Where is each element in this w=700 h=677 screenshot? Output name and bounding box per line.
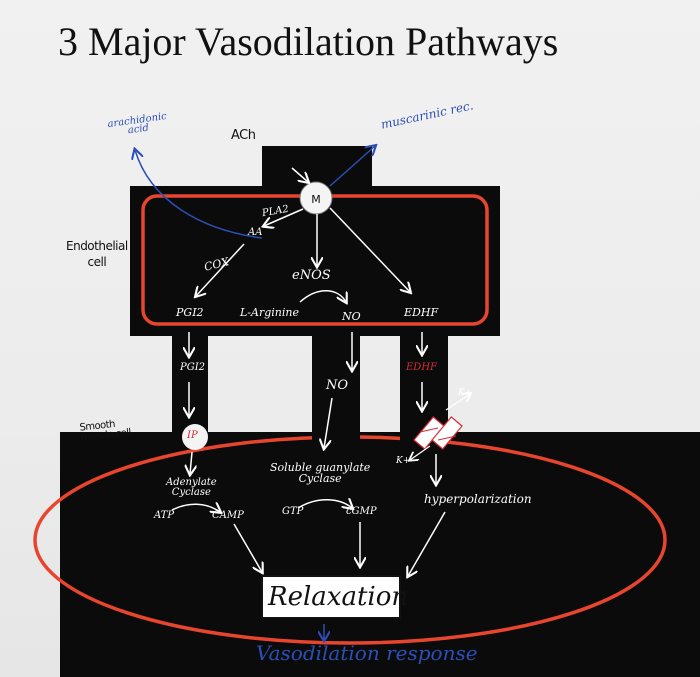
- k-efflux-arrow: [445, 394, 470, 411]
- pgi2-endothelium-label: PGI2: [176, 306, 204, 319]
- pgi2-channel: [172, 330, 208, 440]
- larginine-to-no-arrow: [299, 290, 346, 302]
- k-channel-top-label: K+: [458, 388, 473, 398]
- enos-label: eNOS: [292, 268, 331, 283]
- endothelial-cell-label: Endothelial cell: [66, 239, 128, 269]
- slide-title: 3 Major Vasodilation Pathways: [58, 19, 559, 64]
- no-junction-label: NO: [326, 378, 349, 393]
- k-channel: [413, 416, 463, 450]
- l-arginine-label: L-Arginine: [240, 306, 299, 319]
- atp-label: ATP: [154, 510, 175, 521]
- relaxation-box: [261, 575, 401, 619]
- ip-to-ac-arrow: [190, 451, 192, 474]
- arachidonic-acid-arrow: [135, 150, 263, 239]
- no-down-arrow-2: [324, 397, 333, 448]
- ip-receptor: [182, 424, 208, 450]
- cgmp-label: cGMP: [346, 506, 377, 517]
- atp-to-camp-arrow: [171, 504, 220, 512]
- camp-label: CAMP: [212, 510, 244, 521]
- gtp-label: GTP: [282, 506, 304, 517]
- vasodilation-response-label: Vasodilation response: [256, 641, 478, 665]
- receptor-to-edhf-arrow: [329, 207, 410, 292]
- hyperpolarization-to-relaxation-arrow: [408, 511, 446, 576]
- no-endothelium-label: NO: [342, 310, 361, 323]
- pgi2-junction-label: PGI2: [180, 362, 206, 373]
- edhf-endothelium-label: EDHF: [404, 306, 439, 319]
- k-influx-arrow: [410, 445, 431, 460]
- camp-to-relaxation-arrow: [233, 523, 262, 572]
- aa-label: AA: [248, 227, 263, 238]
- ach-label: ACh: [231, 128, 256, 143]
- receptor-label: M: [311, 193, 321, 206]
- k-channel-left-label: K+: [396, 456, 411, 466]
- hyperpolarization-label: hyperpolarization: [424, 492, 532, 506]
- aa-to-pgi2-arrow: [196, 243, 245, 296]
- soluble-guanylate-cyclase-label: Soluble guanylate Cyclase: [270, 461, 371, 485]
- gtp-to-cgmp-arrow: [297, 500, 352, 508]
- receptor-to-pla2-arrow: [264, 208, 304, 226]
- ach-arrow: [291, 167, 308, 182]
- adenylate-cyclase-label: Adenylate Cyclase: [166, 477, 217, 498]
- ip-label: IP: [187, 430, 198, 441]
- muscarinic-receptor: [299, 181, 333, 215]
- muscarinic-arrow: [329, 146, 375, 187]
- edhf-junction-label: EDHF: [406, 362, 437, 373]
- relaxation-label: Relaxation: [268, 582, 409, 612]
